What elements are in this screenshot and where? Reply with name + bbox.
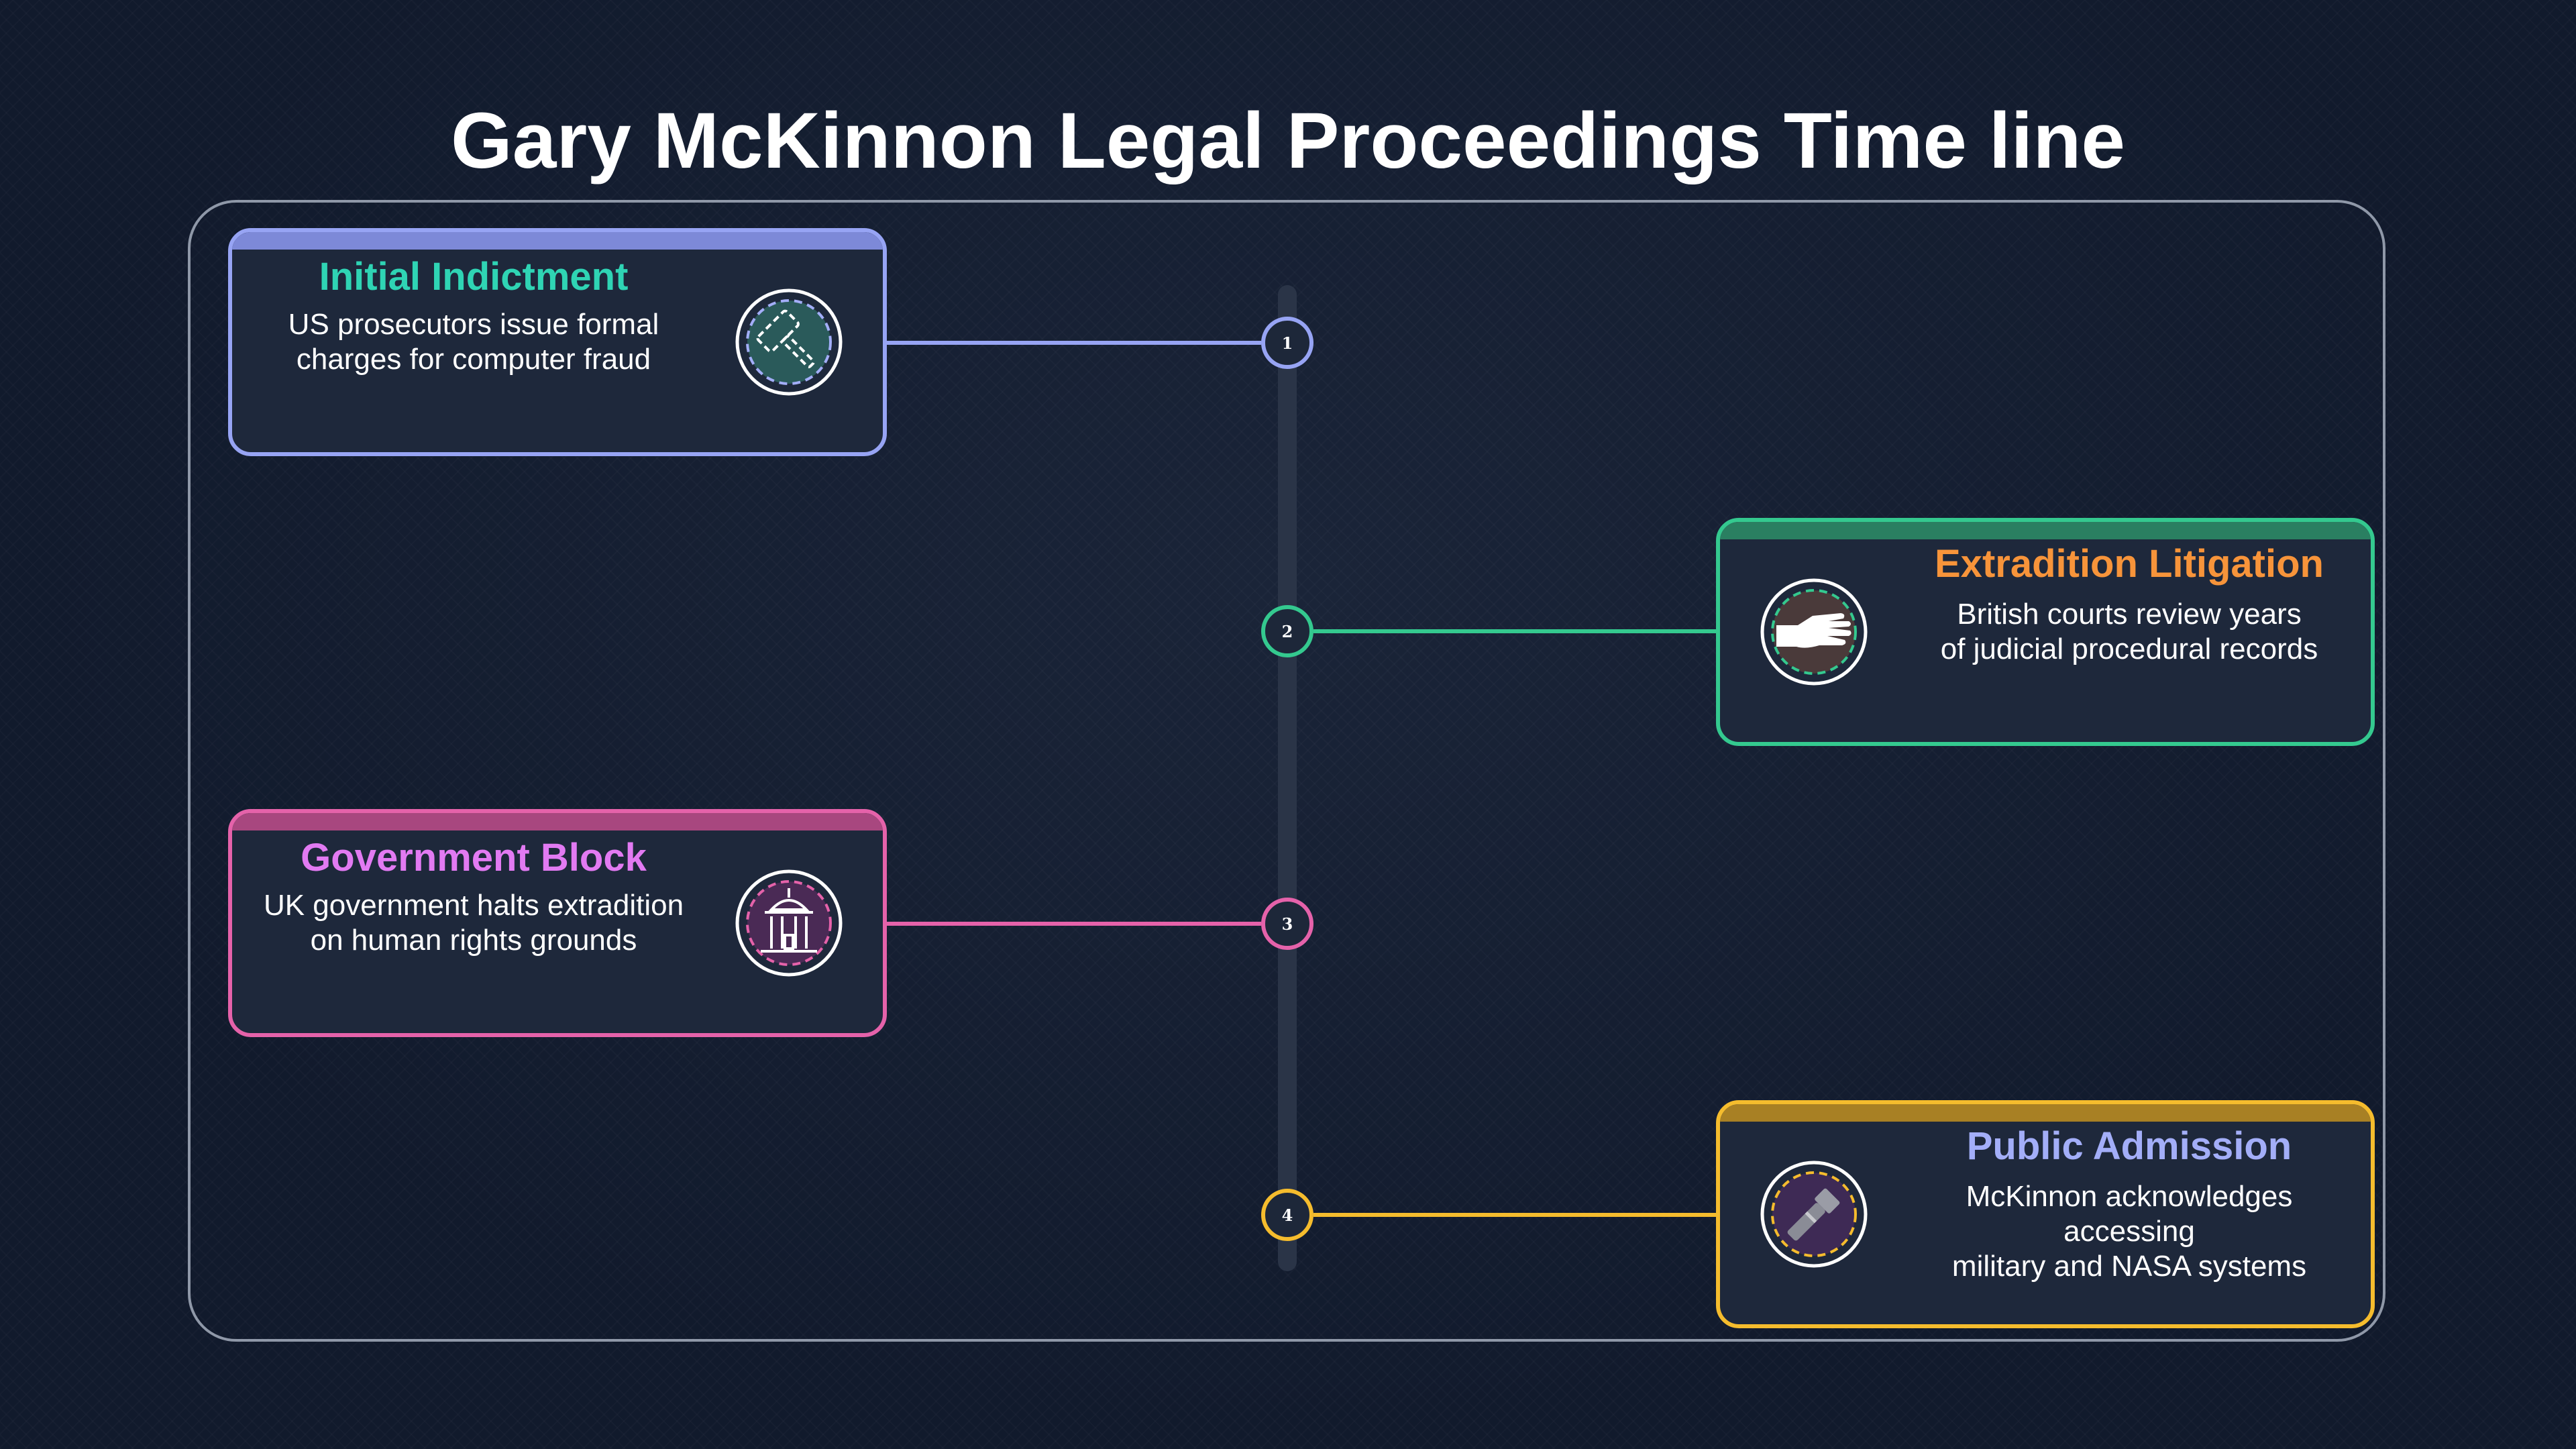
card-accent-band xyxy=(1720,522,2371,539)
connector-2 xyxy=(1313,629,1719,633)
event-card-public-admission: Public Admission McKinnon acknowledges a… xyxy=(1716,1100,2375,1328)
hand-icon xyxy=(1760,578,1868,686)
description-line: McKinnon acknowledges accessing xyxy=(1966,1180,2293,1248)
event-description: UK government halts extradition on human… xyxy=(259,888,688,958)
gavel-icon xyxy=(735,288,843,396)
timeline-marker-3: 3 xyxy=(1261,898,1313,950)
event-description: US prosecutors issue formal charges for … xyxy=(259,307,688,377)
event-description: McKinnon acknowledges accessing military… xyxy=(1915,1179,2344,1284)
description-line: of judicial procedural records xyxy=(1940,633,2318,665)
event-card-initial-indictment: Initial Indictment US prosecutors issue … xyxy=(228,228,887,456)
description-line: on human rights grounds xyxy=(310,924,637,957)
event-heading: Government Block xyxy=(301,836,647,879)
description-line: UK government halts extradition xyxy=(263,889,684,922)
event-card-extradition-litigation: Extradition Litigation British courts re… xyxy=(1716,518,2375,746)
timeline-frame xyxy=(188,200,2385,1342)
card-accent-band xyxy=(232,813,883,830)
timeline-marker-4: 4 xyxy=(1261,1189,1313,1241)
description-line: military and NASA systems xyxy=(1951,1250,2307,1283)
connector-4 xyxy=(1313,1213,1719,1217)
description-line: charges for computer fraud xyxy=(296,343,651,376)
government-building-icon xyxy=(735,869,843,977)
connector-3 xyxy=(885,922,1261,926)
description-line: US prosecutors issue formal xyxy=(288,308,659,341)
timeline-spine xyxy=(1278,285,1297,1271)
connector-1 xyxy=(885,341,1261,345)
event-heading: Public Admission xyxy=(1966,1124,2292,1168)
event-heading: Initial Indictment xyxy=(319,255,629,299)
flashlight-icon xyxy=(1760,1161,1868,1268)
description-line: British courts review years xyxy=(1957,598,2302,631)
event-card-government-block: Government Block UK government halts ext… xyxy=(228,809,887,1037)
event-description: British courts review years of judicial … xyxy=(1915,597,2344,667)
card-accent-band xyxy=(232,232,883,250)
timeline-marker-1: 1 xyxy=(1261,317,1313,369)
event-heading: Extradition Litigation xyxy=(1935,542,2324,586)
timeline-marker-2: 2 xyxy=(1261,605,1313,657)
page-title: Gary McKinnon Legal Proceedings Time lin… xyxy=(450,97,2126,185)
card-accent-band xyxy=(1720,1104,2371,1122)
